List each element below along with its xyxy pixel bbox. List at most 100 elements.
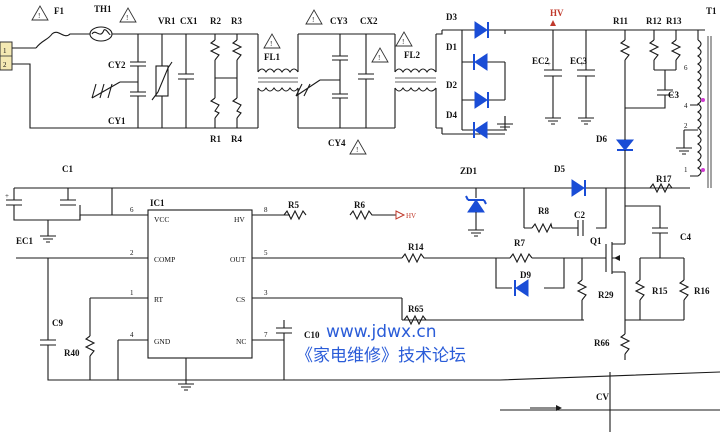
warning-triangle-icon [263, 33, 281, 49]
label-EC3: EC3 [570, 56, 588, 66]
warning-triangle-icon [395, 31, 413, 47]
warning-triangle-icon [31, 5, 49, 21]
capacitor-CX2 [358, 34, 374, 128]
transformer-pin-4: 4 [684, 102, 688, 110]
svg-text:+: + [5, 192, 9, 200]
label-IC1: IC1 [150, 198, 165, 208]
label-EC2: EC2 [532, 56, 550, 66]
label-D3: D3 [446, 12, 457, 22]
label-D5: D5 [554, 164, 565, 174]
label-R7: R7 [514, 238, 525, 248]
label-C4: C4 [680, 232, 691, 242]
svg-text:!: ! [270, 40, 272, 48]
mosfet-Q1 [590, 200, 626, 320]
varistor-VR1 [151, 34, 173, 128]
label-FL1: FL1 [264, 52, 281, 62]
label-R13: R13 [666, 16, 682, 26]
label-D9: D9 [520, 270, 531, 280]
label-CX1: CX1 [180, 16, 198, 26]
svg-text:!: ! [378, 54, 380, 62]
ic-pin-number-1: 1 [130, 289, 134, 297]
vcc-capacitors: + [5, 188, 113, 243]
capacitors-CY1-CY2 [91, 34, 146, 128]
svg-text:!: ! [356, 146, 358, 154]
transformer-pin-1: 1 [684, 166, 688, 174]
svg-text:!: ! [312, 16, 314, 24]
drain-snubber [625, 205, 690, 321]
compensation-network [40, 258, 720, 432]
ic-pin-gnd: GND [154, 337, 171, 346]
ic-pin-number-7: 7 [264, 331, 268, 339]
label-CY3: CY3 [330, 16, 348, 26]
thermistor-TH1 [89, 26, 113, 42]
warning-triangle-icon [371, 47, 389, 63]
label-D2: D2 [446, 80, 457, 90]
ic-pin-number-6: 6 [130, 206, 134, 214]
warning-triangle-icon [305, 9, 323, 25]
resistors-R1-R4 [209, 34, 243, 128]
capacitor-CX1 [178, 34, 194, 128]
label-T1: T1 [706, 6, 717, 16]
transformer-pin-6: 6 [684, 64, 688, 72]
label-R1: R1 [210, 134, 221, 144]
warning-triangle-icon [119, 7, 137, 23]
label-D6: D6 [596, 134, 607, 144]
label-C2: C2 [574, 210, 585, 220]
ic-pin-number-2: 2 [130, 249, 134, 257]
svg-text:+: + [580, 60, 584, 68]
ic-pin-number-5: 5 [264, 249, 268, 257]
label-Q1: Q1 [590, 236, 602, 246]
ic-pin-comp: COMP [154, 255, 175, 264]
watermark-url: www.jdwx.cn [326, 322, 437, 342]
label-ZD1: ZD1 [460, 166, 478, 176]
ic-pin-number-4: 4 [130, 331, 134, 339]
snubber-network [615, 30, 682, 200]
warning-triangle-icon [349, 139, 367, 155]
current-sense [401, 298, 631, 360]
label-F1: F1 [54, 6, 64, 16]
ic-pin-number-3: 3 [264, 289, 268, 297]
label-D4: D4 [446, 110, 457, 120]
label-CY2: CY2 [108, 60, 126, 70]
ic-pin-out: OUT [230, 255, 246, 264]
label-C10: C10 [304, 330, 320, 340]
svg-text:+: + [547, 60, 551, 68]
label-R8: R8 [538, 206, 549, 216]
transformer-pin-2: 2 [684, 122, 688, 130]
label-R3: R3 [231, 16, 242, 26]
ic-pin-cs: CS [236, 295, 245, 304]
label-R11: R11 [613, 16, 629, 26]
choke-FL2 [394, 34, 437, 128]
vcc-feed-network [14, 179, 690, 237]
input-connector: 1 2 [0, 41, 13, 71]
label-R40: R40 [64, 348, 80, 358]
label-C3: C3 [668, 90, 679, 100]
svg-text:!: ! [126, 14, 128, 22]
gate-drive-network [401, 252, 590, 320]
label-FL2: FL2 [404, 50, 421, 60]
transformer-T1 [676, 30, 712, 188]
label-R17: R17 [656, 174, 672, 184]
label-R14: R14 [408, 242, 424, 252]
label-R12: R12 [646, 16, 662, 26]
label-CV: CV [596, 392, 609, 402]
ic-pin-number-8: 8 [264, 206, 268, 214]
choke-FL1 [257, 34, 299, 128]
capacitors-CY3 [295, 34, 348, 128]
label-R15: R15 [652, 286, 668, 296]
label-R65: R65 [408, 304, 424, 314]
label-R66: R66 [594, 338, 610, 348]
hv-arrow-icon [550, 20, 556, 26]
label-R29: R29 [598, 290, 614, 300]
ic-pin-vcc: VCC [154, 215, 169, 224]
connector-pin-2: 2 [3, 61, 7, 69]
label-R16: R16 [694, 286, 710, 296]
label-R5: R5 [288, 200, 299, 210]
label-HV-arrow: HV [406, 212, 416, 220]
label-C9: C9 [52, 318, 63, 328]
hv-startup-resistors [283, 209, 406, 221]
bridge-rectifier [461, 21, 513, 139]
controller-IC1 [16, 209, 402, 359]
ic-pin-hv: HV [234, 215, 245, 224]
